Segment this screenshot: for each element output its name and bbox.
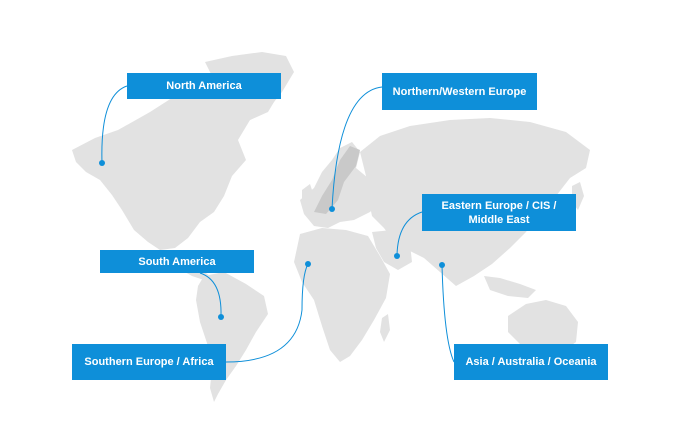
connector-northern-western-europe	[331, 86, 383, 210]
dot-asia-australia	[439, 262, 445, 268]
north-america-landmass	[72, 70, 280, 250]
connector-asia-australia	[441, 264, 455, 363]
madagascar-landmass	[380, 314, 390, 342]
connector-eastern-europe	[396, 211, 423, 256]
africa-landmass	[294, 228, 390, 362]
southeast-asia-islands	[484, 276, 536, 298]
label-eastern-europe-cis-middle-east[interactable]: Eastern Europe / CIS / Middle East	[422, 194, 576, 231]
south-america-landmass	[196, 272, 268, 402]
dot-eastern-europe	[394, 253, 400, 259]
label-southern-europe-africa[interactable]: Southern Europe / Africa	[72, 344, 226, 380]
connector-southern-europe-africa	[225, 263, 309, 363]
label-asia-australia-oceania[interactable]: Asia / Australia / Oceania	[454, 344, 608, 380]
uk-landmass	[302, 184, 314, 206]
label-south-america[interactable]: South America	[100, 250, 254, 273]
northern-europe-highlight	[314, 146, 360, 214]
label-north-america[interactable]: North America	[127, 73, 281, 99]
label-northern-western-europe[interactable]: Northern/Western Europe	[382, 73, 537, 110]
connector-lines	[101, 85, 455, 363]
connector-south-america	[199, 272, 222, 317]
australia-landmass	[508, 300, 578, 352]
connector-north-america	[101, 85, 128, 164]
arabia-landmass	[372, 230, 412, 270]
dot-southern-europe-africa	[305, 261, 311, 267]
dot-northern-western-europe	[329, 206, 335, 212]
dot-south-america	[218, 314, 224, 320]
location-dots	[99, 160, 445, 320]
dot-north-america	[99, 160, 105, 166]
